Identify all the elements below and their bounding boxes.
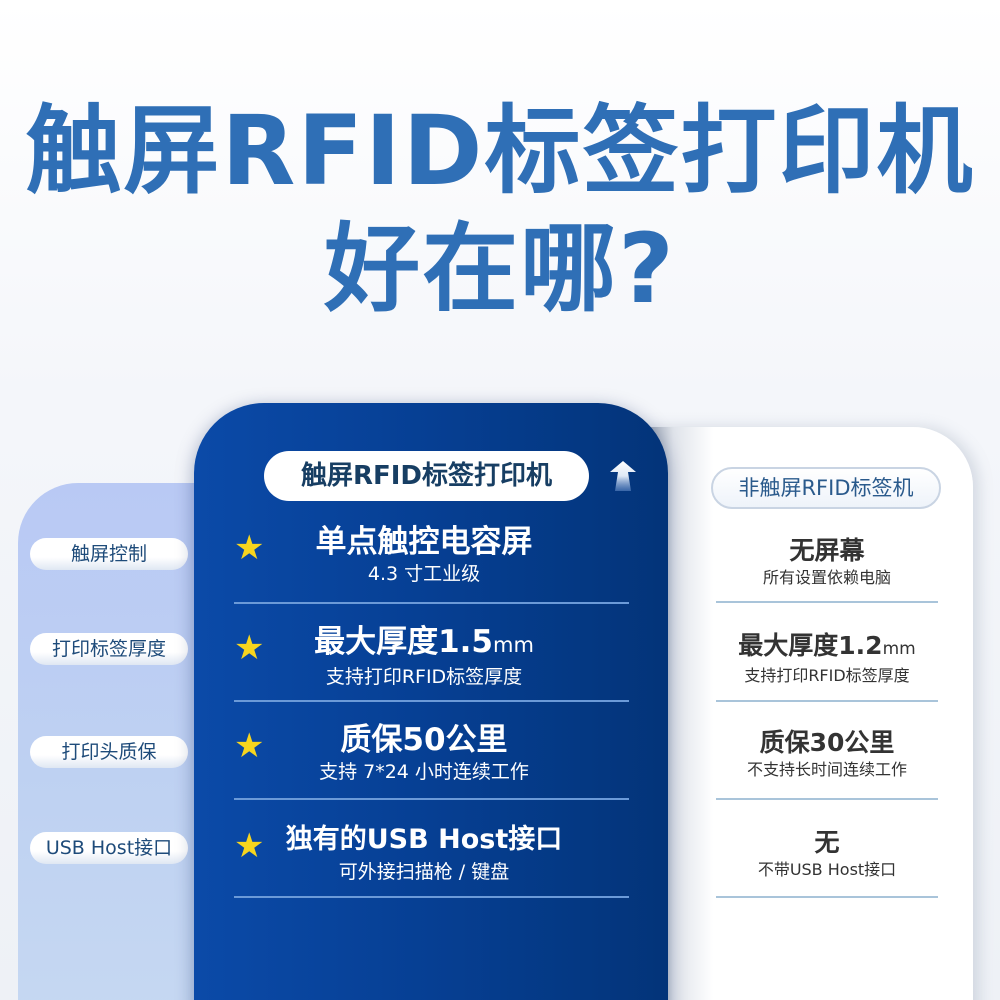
divider <box>234 896 629 898</box>
divider <box>234 798 629 800</box>
feature-labels-column: 触屏控制 打印标签厚度 打印头质保 USB Host接口 <box>18 483 203 1000</box>
feature-label-usb: USB Host接口 <box>30 832 188 864</box>
row-main: 最大厚度1.5 <box>314 624 493 660</box>
star-icon: ★ <box>234 528 265 568</box>
divider <box>716 601 938 603</box>
row-sub: 可外接扫描枪 / 键盘 <box>338 861 510 883</box>
touch-row-thickness: 最大厚度1.5mm 支持打印RFID标签厚度 <box>254 623 594 690</box>
divider <box>716 896 938 898</box>
touch-printer-header: 触屏RFID标签打印机 <box>264 451 589 501</box>
non-touch-row-thickness: 最大厚度1.2mm 支持打印RFID标签厚度 <box>716 630 938 687</box>
feature-label-touch: 触屏控制 <box>30 538 188 570</box>
touch-printer-column: 触屏RFID标签打印机 ★ 单点触控电容屏 4.3 寸工业级 ★ 最大厚度1.5… <box>194 403 668 1000</box>
row-sub: 支持打印RFID标签厚度 <box>325 666 523 688</box>
touch-row-warranty: 质保50公里 支持 7*24 小时连续工作 <box>254 721 594 785</box>
row-sub: 4.3 寸工业级 <box>367 563 481 585</box>
row-main: 质保50公里 <box>340 722 508 758</box>
divider <box>716 798 938 800</box>
divider <box>234 700 629 702</box>
star-icon: ★ <box>234 726 265 766</box>
divider <box>234 602 629 604</box>
row-sub: 支持打印RFID标签厚度 <box>744 666 910 685</box>
feature-label-thickness: 打印标签厚度 <box>30 633 188 665</box>
non-touch-row-warranty: 质保30公里 不支持长时间连续工作 <box>716 727 938 781</box>
row-sub: 支持 7*24 小时连续工作 <box>319 761 529 783</box>
row-sub: 不支持长时间连续工作 <box>746 760 907 779</box>
divider <box>716 700 938 702</box>
title-line-2: 好在哪? <box>324 213 676 325</box>
non-touch-printer-column: 非触屏RFID标签机 无屏幕 所有设置依赖电脑 最大厚度1.2mm 支持打印RF… <box>640 427 973 1000</box>
row-sub: 不带USB Host接口 <box>757 860 897 879</box>
star-icon: ★ <box>234 826 265 866</box>
row-main: 无 <box>814 828 840 857</box>
non-touch-row-screen: 无屏幕 所有设置依赖电脑 <box>716 535 938 589</box>
non-touch-header: 非触屏RFID标签机 <box>711 467 941 509</box>
feature-label-warranty: 打印头质保 <box>30 736 188 768</box>
row-main: 质保30公里 <box>759 728 895 757</box>
row-unit: mm <box>882 639 916 659</box>
row-main: 最大厚度1.2 <box>738 631 883 660</box>
row-sub: 所有设置依赖电脑 <box>762 568 891 587</box>
page-title: 触屏RFID标签打印机 好在哪? <box>0 92 1000 328</box>
row-main: 独有的USB Host接口 <box>285 824 563 855</box>
touch-row-usb: 独有的USB Host接口 可外接扫描枪 / 键盘 <box>254 821 594 885</box>
title-line-1: 触屏RFID标签打印机 <box>25 95 975 207</box>
arrow-up-icon <box>610 461 636 491</box>
non-touch-row-usb: 无 不带USB Host接口 <box>716 827 938 881</box>
row-main: 单点触控电容屏 <box>315 524 533 560</box>
row-unit: mm <box>493 633 534 657</box>
star-icon: ★ <box>234 628 265 668</box>
touch-row-screen: 单点触控电容屏 4.3 寸工业级 <box>254 523 594 587</box>
row-main: 无屏幕 <box>789 536 865 565</box>
